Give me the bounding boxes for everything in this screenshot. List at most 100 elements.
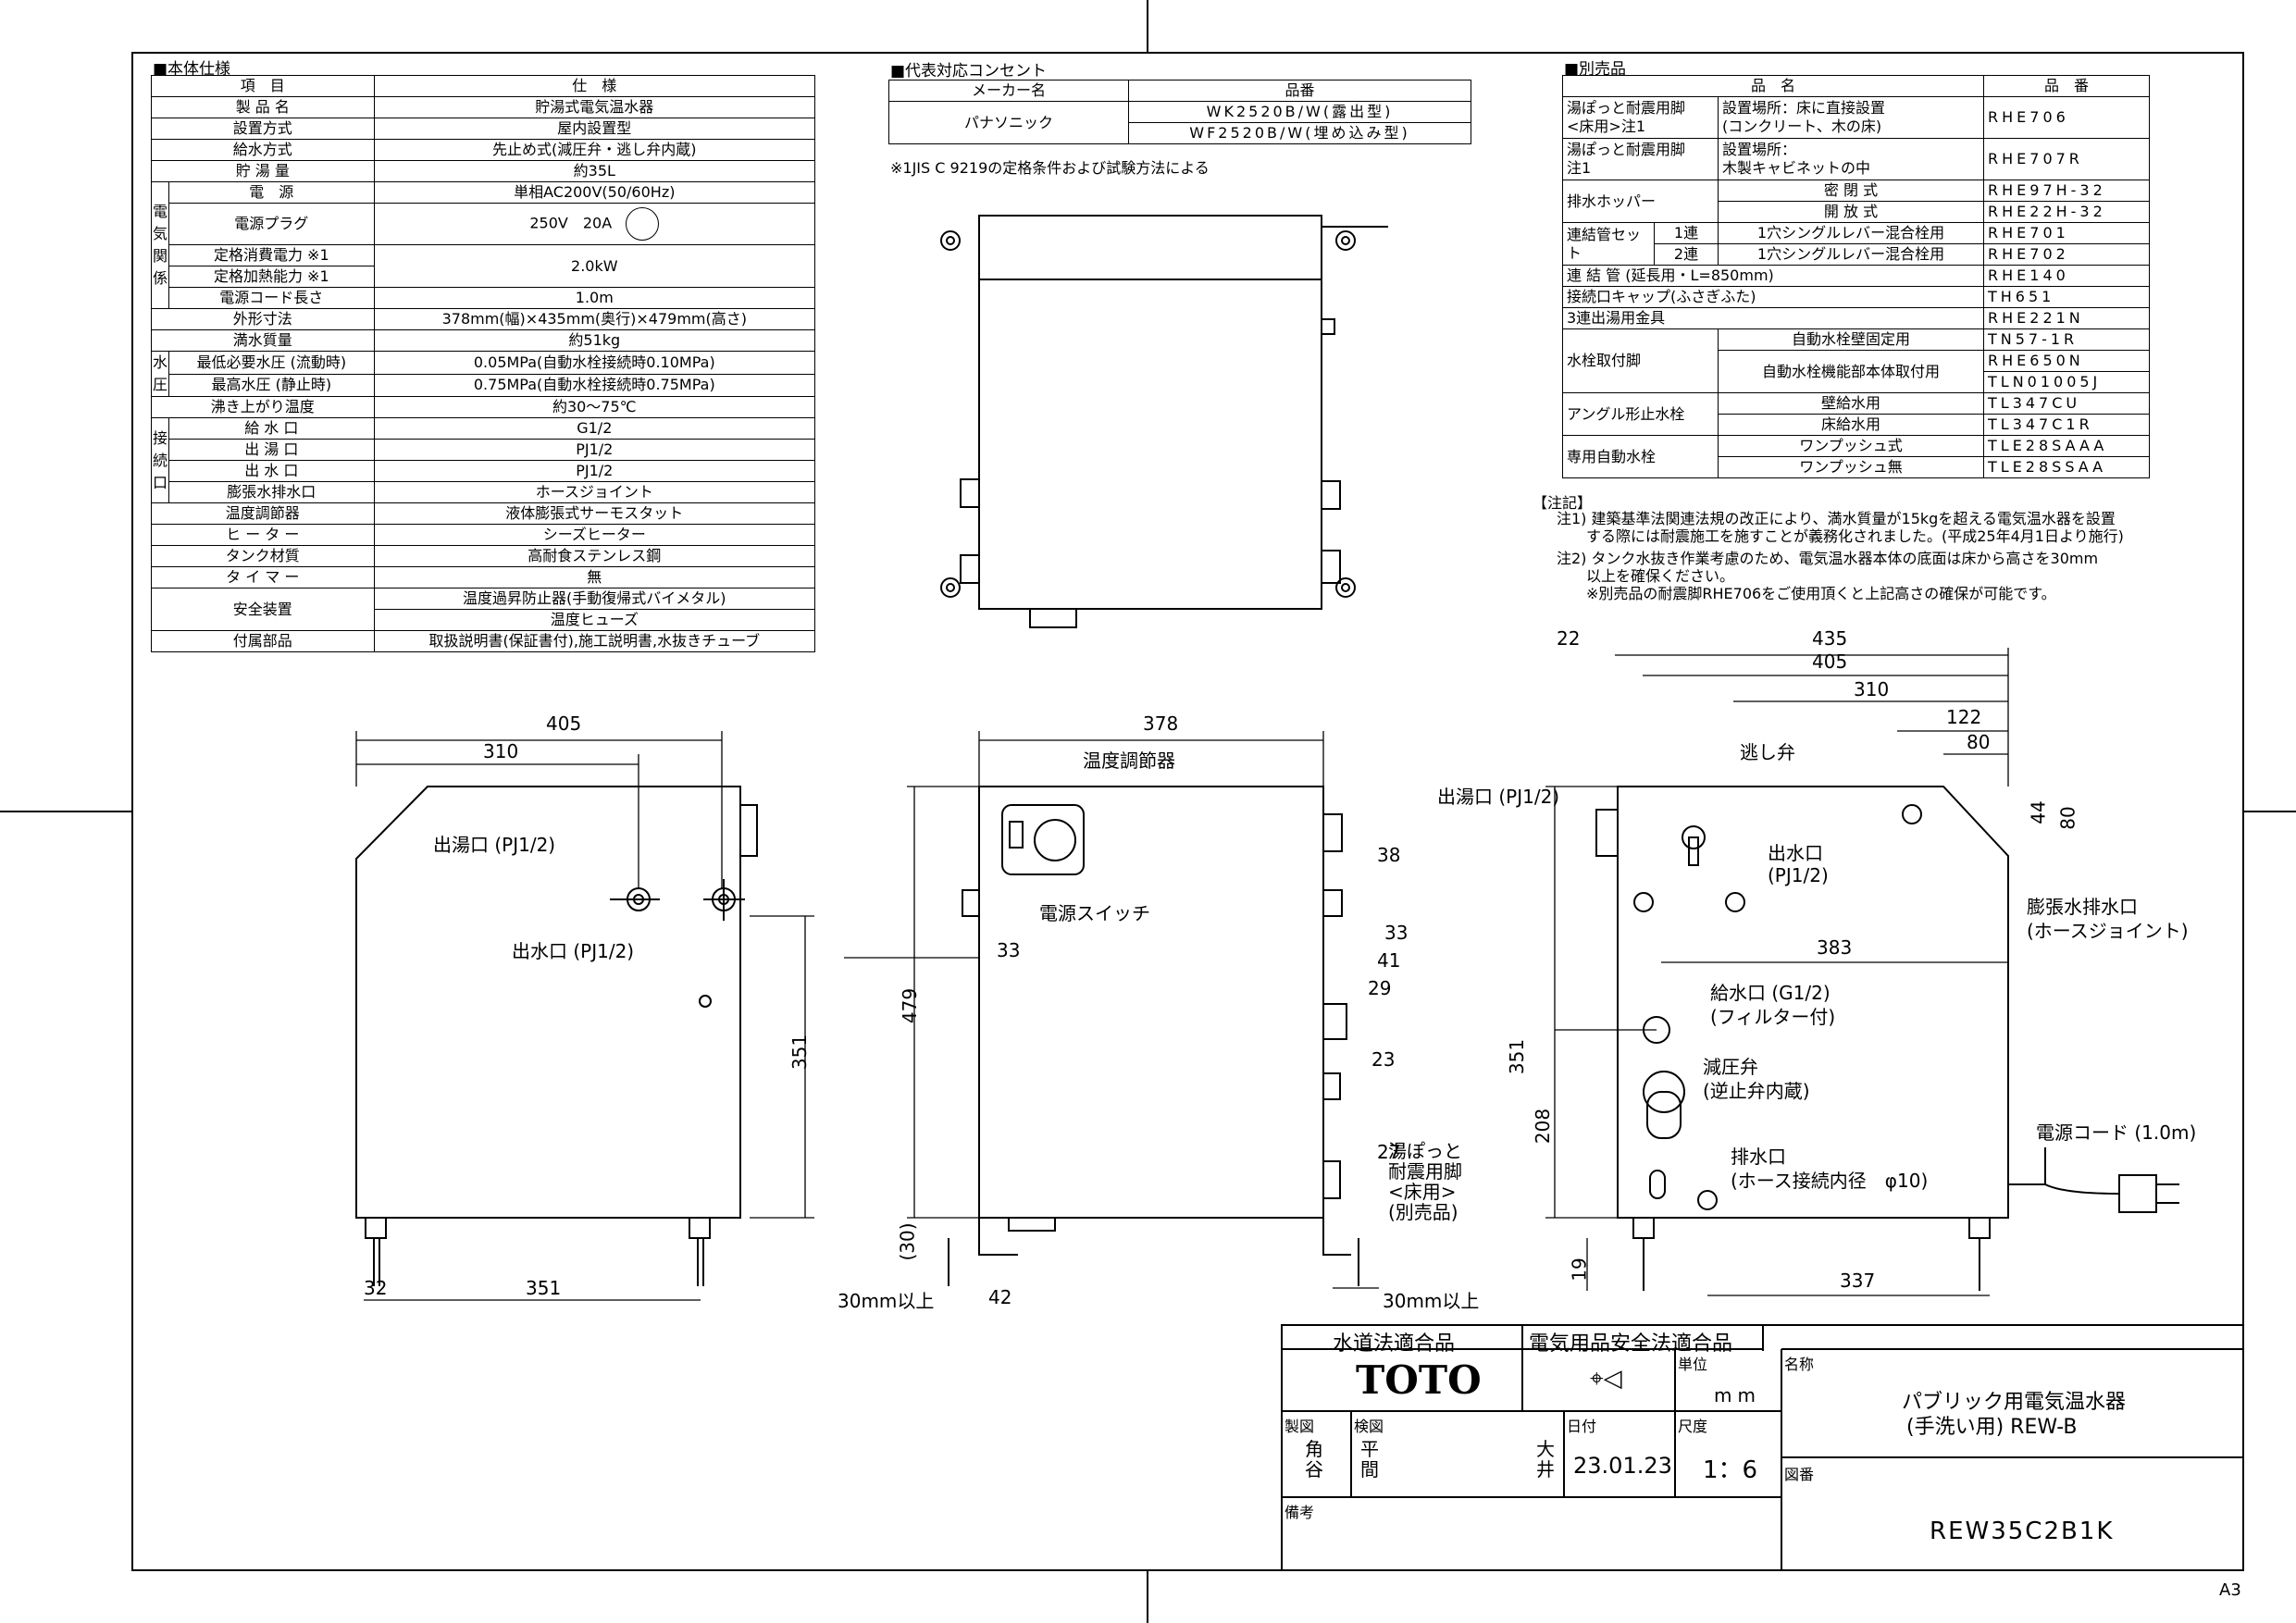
option-no: RHE702: [1983, 243, 2150, 266]
dim-text: 405: [546, 712, 582, 735]
option-name: 湯ぽっと耐震用脚 <床用>注1: [1562, 96, 1719, 139]
option-desc: ワンプッシュ式: [1718, 435, 1984, 457]
option-no: RHE706: [1983, 96, 2150, 139]
spec-category-water: 水圧: [151, 351, 169, 397]
spec-row-value: 温度ヒューズ: [373, 609, 816, 631]
option-desc: 床給水用: [1718, 414, 1984, 436]
option-sub: 2連: [1654, 243, 1719, 266]
plug-header-maker: メーカー名: [888, 80, 1129, 102]
options-header-name: 品 名: [1562, 75, 1984, 97]
spec-category-connection: 接続口: [151, 417, 169, 503]
spec-row-item: 満水質量: [151, 329, 375, 352]
spec-row-value: 250V 20A: [373, 203, 816, 245]
option-no: RHE701: [1983, 222, 2150, 244]
option-no: RHE22H-32: [1983, 201, 2150, 223]
label-reducer: 減圧弁 (逆止弁内蔵): [1703, 1055, 1810, 1103]
label-leg-line: 湯ぽっと: [1388, 1140, 1462, 1162]
option-name: 専用自動水栓: [1562, 435, 1719, 478]
label-line: (逆止弁内蔵): [1703, 1080, 1810, 1102]
option-name: 接続口キャップ(ふさぎふた): [1562, 286, 1984, 308]
scale-label: 尺度: [1678, 1418, 1708, 1435]
label-min30-left: 30mm以上: [838, 1290, 935, 1312]
spec-row-item: 最低必要水圧 (流動時): [168, 351, 375, 375]
plug-item: WK2520B/W(露出型): [1128, 101, 1471, 123]
dim-text: 19: [1568, 1258, 1591, 1282]
plug-maker: パナソニック: [888, 101, 1129, 144]
label-hot-right: 出湯口 (PJ1/2): [1437, 786, 1560, 808]
dim-text: 80: [2056, 806, 2079, 830]
label-line: 給水口 (G1/2): [1710, 982, 1831, 1004]
label-line: (ホース接続内径 φ10): [1731, 1170, 1929, 1192]
option-name: 3連出湯用金具: [1562, 307, 1984, 329]
top-view: [940, 215, 1388, 628]
unit-value: mm: [1714, 1384, 1761, 1406]
option-no: TN57-1R: [1983, 328, 2150, 351]
options-header-no: 品 番: [1983, 75, 2150, 97]
spec-row-item: 出 水 口: [168, 460, 375, 482]
option-name: 湯ぽっと耐震用脚 注1: [1562, 138, 1719, 180]
dim-text: 310: [1854, 678, 1890, 700]
plug-note: ※1JIS C 9219の定格条件および試験方法による: [890, 159, 1210, 177]
options-section-title: ■別売品: [1564, 60, 1627, 79]
rear-view: [1595, 786, 2179, 1291]
option-no: RHE97H-32: [1983, 180, 2150, 202]
spec-row-value: 高耐食ステンレス鋼: [373, 545, 816, 567]
water-cert: 水道法適合品: [1333, 1332, 1456, 1356]
spec-section-title: ■本体仕様: [153, 60, 231, 79]
spec-row-value: 2.0kW: [373, 244, 816, 288]
option-sub: 1連: [1654, 222, 1719, 244]
option-no: RHE707R: [1983, 138, 2150, 180]
label-line: (フィルター付): [1710, 1006, 1836, 1028]
spec-row-value: 約30～75℃: [373, 396, 816, 418]
spec-row-item: 温度調節器: [151, 502, 375, 525]
dim-text: 27: [1377, 1141, 1401, 1163]
dim-text: 33: [1384, 922, 1409, 944]
dim-text: 208: [1532, 1108, 1555, 1145]
spec-row-item: 膨張水排水口: [168, 481, 375, 503]
spec-row-item: 電源プラグ: [168, 203, 375, 245]
option-name: 排水ホッパー: [1562, 180, 1719, 223]
toto-logo: TOTO: [1356, 1357, 1482, 1403]
spec-table: 項 目 仕 様 製 品 名貯湯式電気温水器 設置方式屋内設置型 給水方式先止め式…: [151, 75, 816, 652]
option-desc: 密 閉 式: [1718, 180, 1984, 202]
elec-cert: 電気用品安全法適合品: [1529, 1332, 1733, 1356]
spec-row-item: 設置方式: [151, 118, 375, 140]
option-no: TH651: [1983, 286, 2150, 308]
drawn-label: 製図: [1285, 1418, 1315, 1435]
label-min30-right: 30mm以上: [1383, 1290, 1480, 1312]
dim-text: 80: [1967, 731, 1991, 753]
label-cord: 電源コード (1.0m): [2036, 1121, 2197, 1144]
label-leg: 湯ぽっと 耐震用脚 <床用> (別売品): [1388, 1141, 1462, 1222]
checked-by: 平 間: [1360, 1438, 1379, 1481]
label-supply: 給水口 (G1/2) (フィルター付): [1710, 981, 1835, 1029]
name-label: 名称: [1784, 1356, 1815, 1373]
spec-header-item: 項 目: [151, 75, 375, 97]
spec-row-value: ホースジョイント: [373, 481, 816, 503]
option-desc: 開 放 式: [1718, 201, 1984, 223]
label-expansion: 膨張水排水口 (ホースジョイント): [2027, 895, 2189, 943]
spec-row-value: G1/2: [373, 417, 816, 440]
dim-text: 435: [1812, 627, 1848, 650]
plug-rating: 250V 20A: [529, 214, 613, 232]
plug-symbol-icon: [626, 207, 660, 241]
label-power-switch: 電源スイッチ: [1039, 902, 1150, 924]
dim-text: 44: [2027, 800, 2050, 824]
label-line: 膨張水排水口: [2027, 896, 2138, 918]
label-line: 出水口: [1768, 842, 1823, 864]
spec-row-item: 安全装置: [151, 588, 375, 631]
spec-category-electric: 電気関係: [151, 181, 169, 309]
scale-value: 1：6: [1703, 1456, 1758, 1484]
spec-row-item: 貯 湯 量: [151, 160, 375, 182]
spec-row-value: 先止め式(減圧弁・逃し弁内蔵): [373, 139, 816, 161]
spec-row-value: 無: [373, 566, 816, 588]
spec-row-value: 0.75MPa(自動水栓接続時0.75MPa): [373, 373, 816, 397]
option-desc: 設置場所： 木製キャビネットの中: [1718, 138, 1984, 180]
projection-symbol-icon: ⌖◁: [1590, 1365, 1622, 1393]
dim-text: 42: [988, 1286, 1012, 1308]
approved-by: 大 井: [1536, 1438, 1555, 1481]
spec-row-value: 取扱説明書(保証書付),施工説明書,水抜きチューブ: [373, 630, 816, 652]
option-name: 水栓取付脚: [1562, 328, 1719, 393]
dim-text: 310: [483, 740, 519, 762]
